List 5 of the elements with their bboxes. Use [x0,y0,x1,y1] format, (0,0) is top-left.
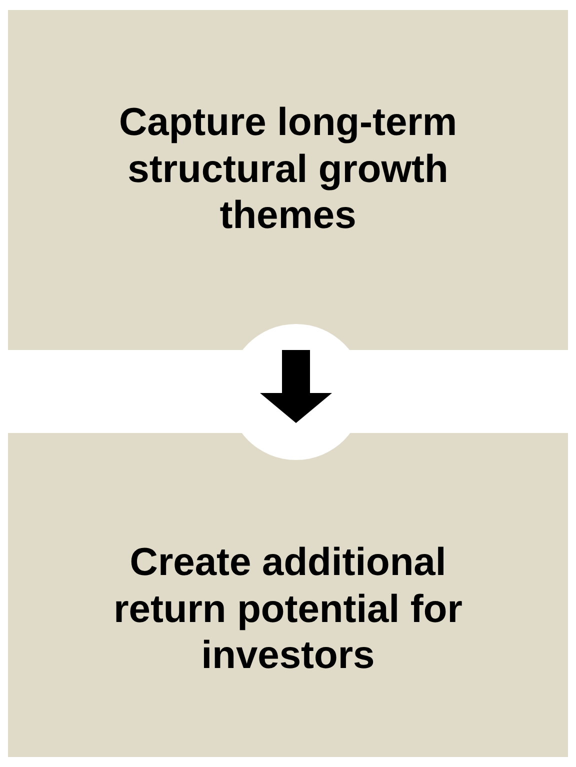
box-text: Capture long-term structural growth themes [118,100,458,240]
process-box [8,10,568,350]
process-box [8,433,568,757]
down-arrow [260,350,332,423]
box-text: Create additional return potential for investors [112,540,464,680]
